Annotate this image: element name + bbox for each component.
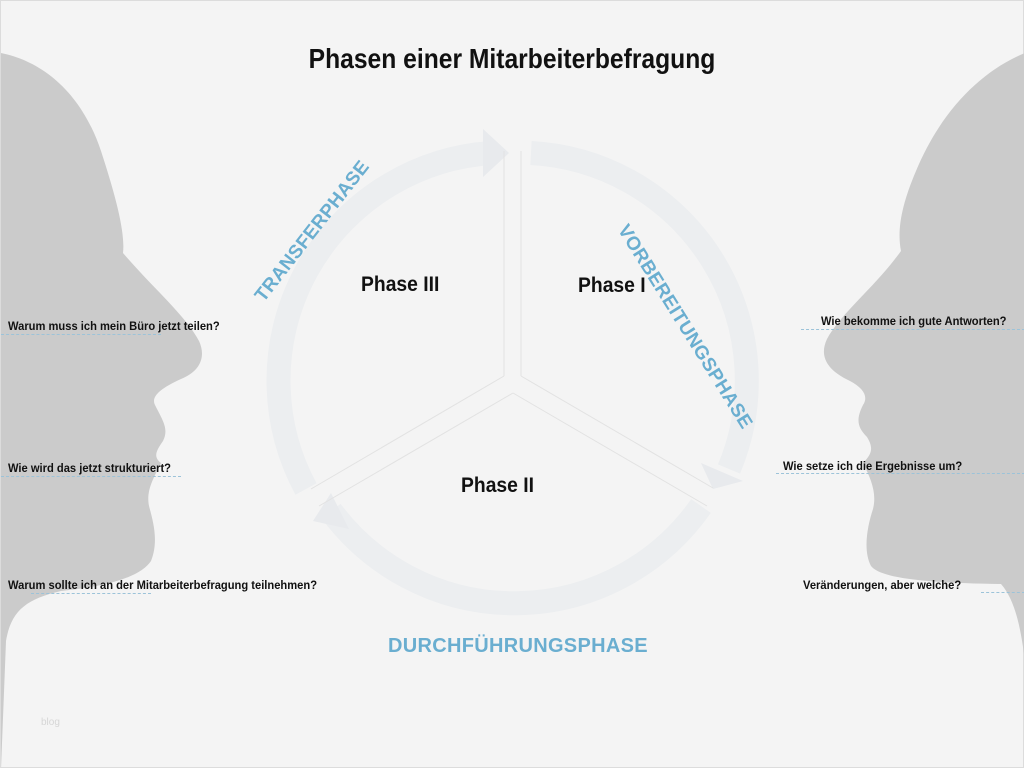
right-question-1-underline bbox=[801, 329, 1024, 330]
phase-3-label: Phase III bbox=[361, 273, 440, 296]
cycle-ring bbox=[266, 141, 759, 616]
left-question-1: Warum muss ich mein Büro jetzt teilen? bbox=[8, 319, 220, 333]
left-question-3: Warum sollte ich an der Mitarbeiterbefra… bbox=[8, 578, 318, 592]
segment-dividers bbox=[310, 151, 714, 507]
right-question-2: Wie setze ich die Ergebnisse um? bbox=[783, 459, 963, 473]
phase-1-label: Phase I bbox=[578, 274, 646, 297]
phase-2-label: Phase II bbox=[461, 474, 535, 497]
right-question-3: Veränderungen, aber welche? bbox=[803, 578, 962, 592]
right-question-3-underline bbox=[981, 592, 1024, 593]
watermark: blog bbox=[41, 717, 60, 728]
left-question-2: Wie wird das jetzt strukturiert? bbox=[8, 461, 171, 475]
left-question-1-underline bbox=[1, 334, 161, 335]
right-head-silhouette bbox=[823, 53, 1024, 654]
diagram-title: Phasen einer Mitarbeiterbefragung bbox=[308, 43, 716, 74]
cycle-arrowheads bbox=[313, 129, 743, 529]
left-question-3-underline bbox=[31, 593, 151, 594]
phase-2-name: DURCHFÜHRUNGSPHASE bbox=[388, 635, 648, 657]
right-question-1: Wie bekomme ich gute Antworten? bbox=[821, 314, 1007, 328]
right-question-2-underline bbox=[776, 473, 1024, 474]
left-question-2-underline bbox=[1, 476, 181, 477]
left-head-silhouette bbox=[1, 53, 202, 768]
